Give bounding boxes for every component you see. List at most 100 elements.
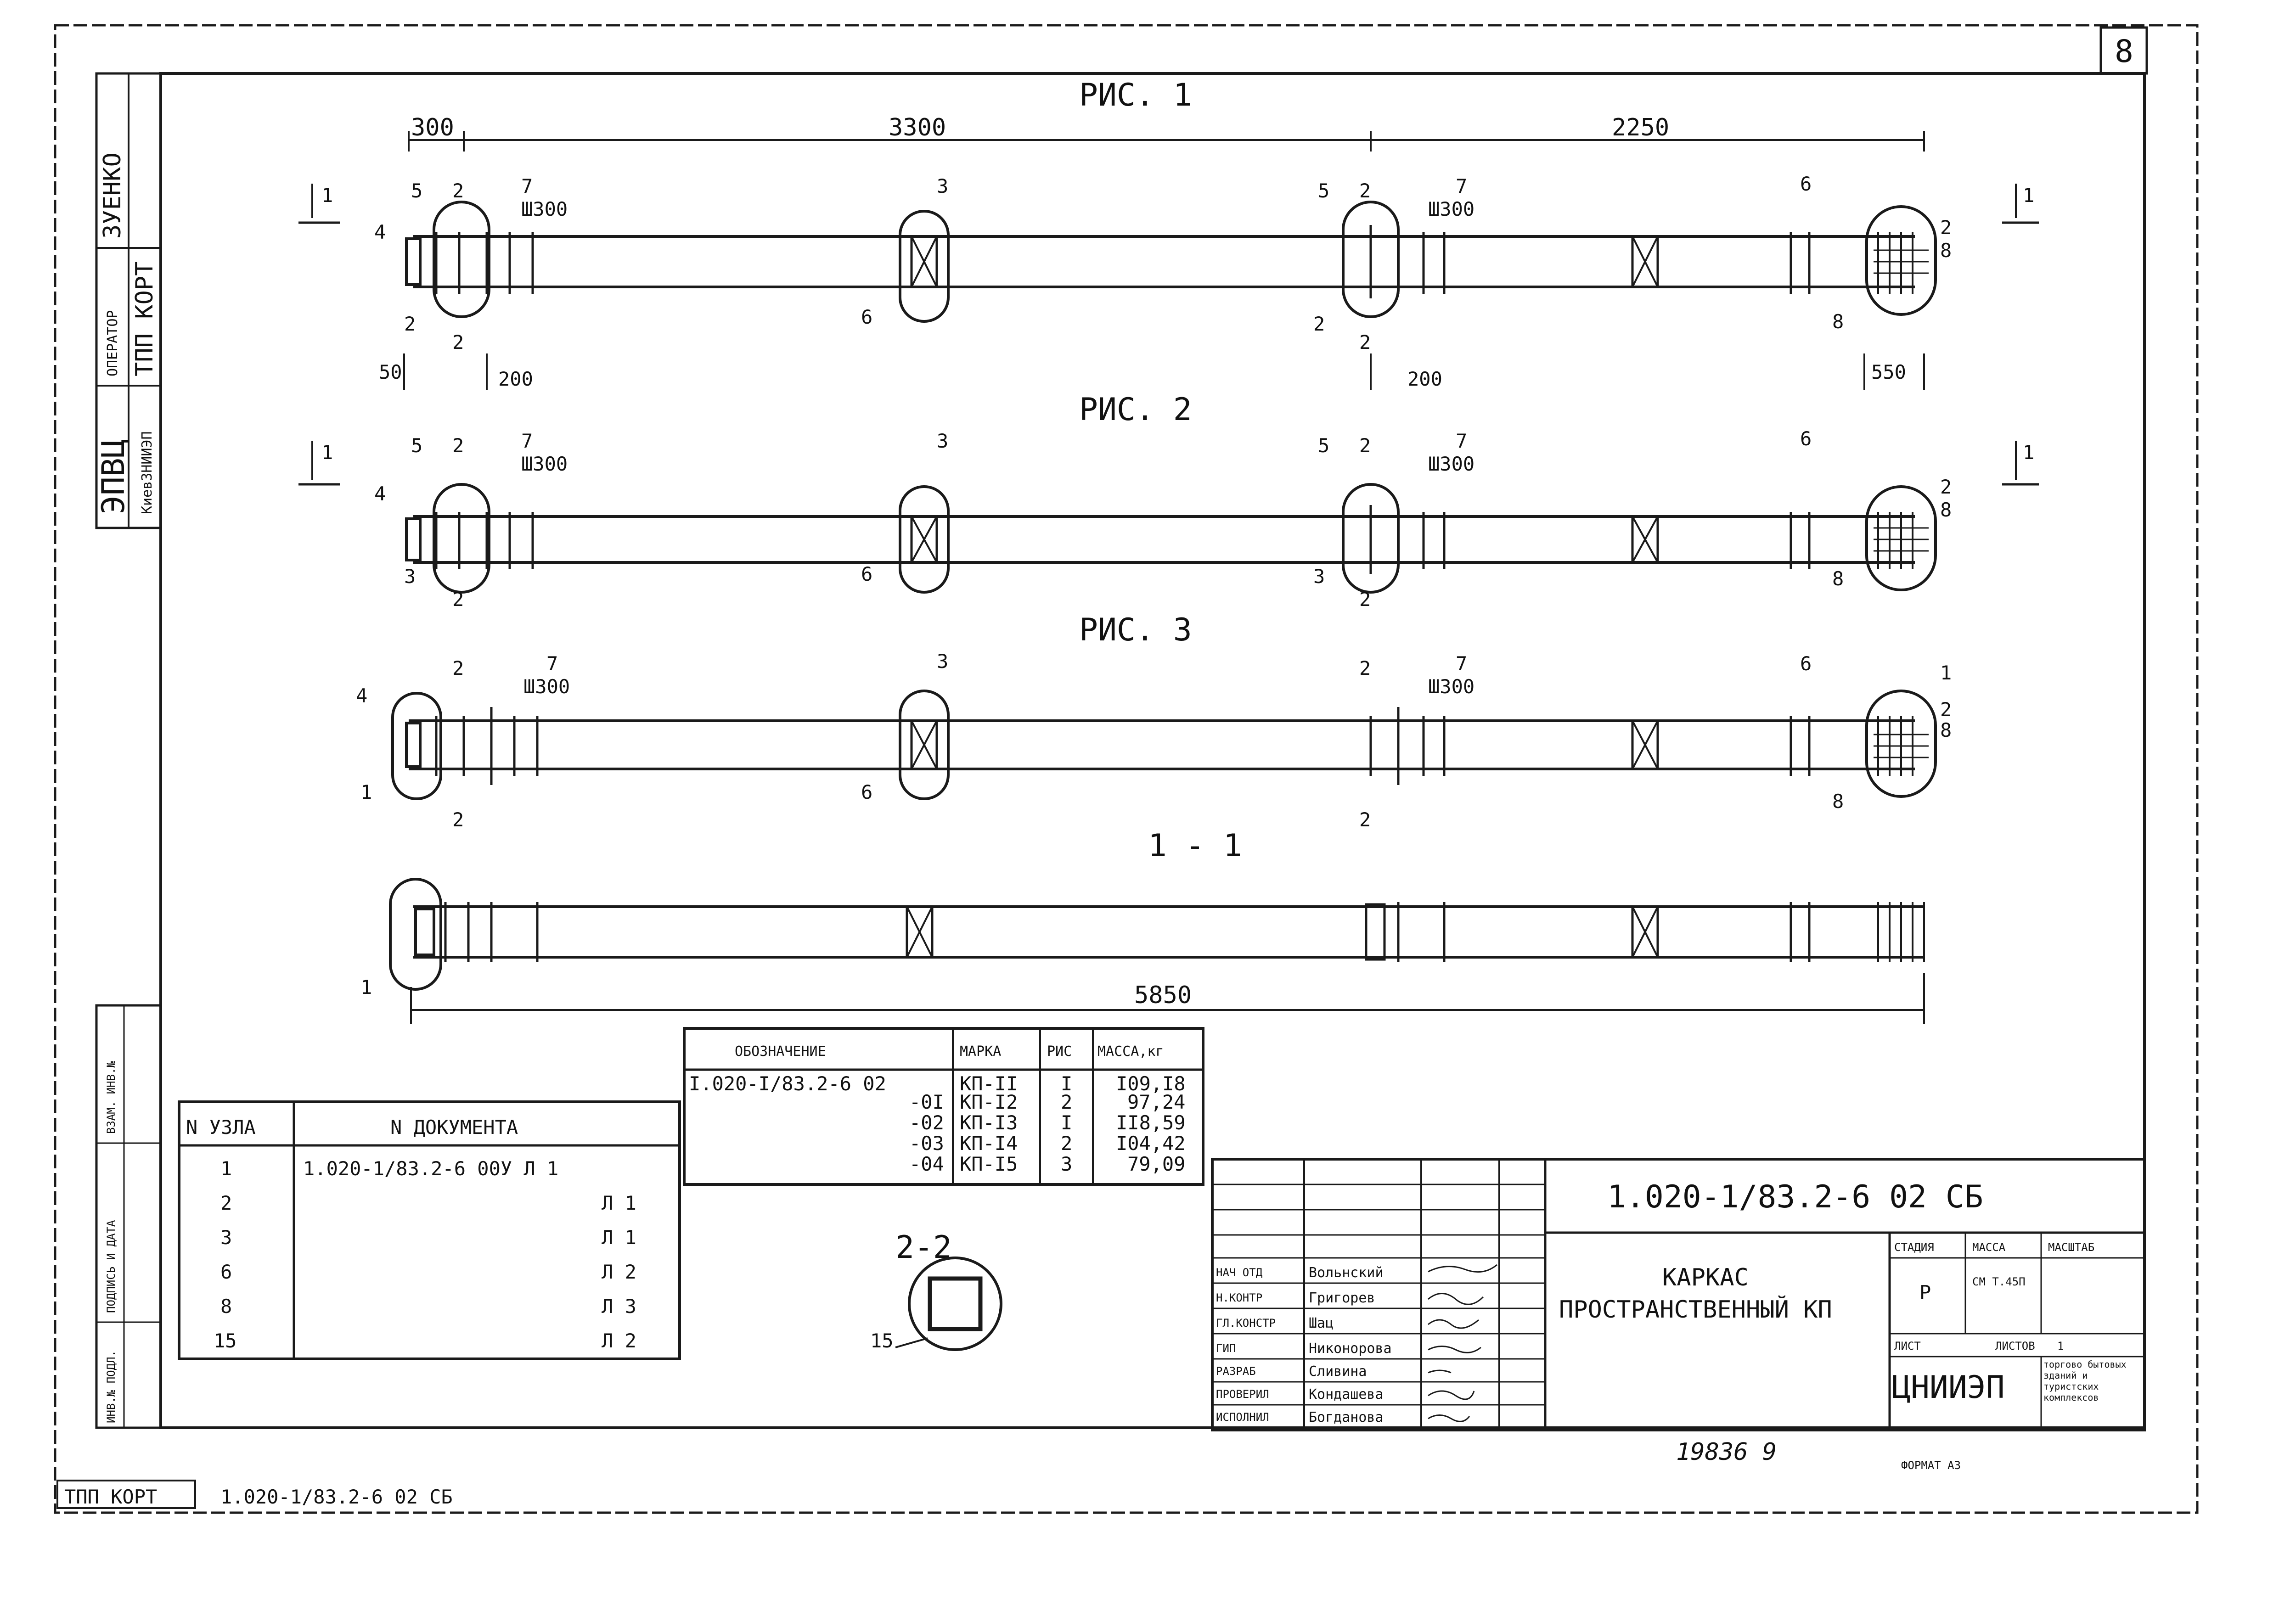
- tb-role-4: ГИП: [1216, 1342, 1236, 1355]
- fig2-sh300b: Ш300: [1428, 453, 1474, 475]
- fig3-sh300b: Ш300: [1428, 675, 1474, 698]
- tb-role-3: ГЛ.КОНСТР: [1216, 1317, 1276, 1330]
- fig1-c8b: 8: [1940, 239, 1952, 262]
- tb-name-1: Вольнский: [1309, 1265, 1384, 1281]
- fig1-bdim-200b: 200: [1407, 368, 1442, 390]
- nodes-r3c2: Л 1: [602, 1226, 636, 1249]
- fig1-sh300b: Ш300: [1428, 198, 1474, 220]
- title-block: НАЧ ОТД Вольнский Н.КОНТР Григорев ГЛ.КО…: [1211, 1158, 2146, 1431]
- outer-frame: [54, 24, 2199, 1514]
- left-stamp-check: ЗУЕНКО: [99, 152, 126, 239]
- tb-role-2: Н.КОНТР: [1216, 1291, 1262, 1304]
- tb-sheets-label: ЛИСТОВ: [1995, 1340, 2035, 1352]
- archive-number: 19836 9: [1676, 1438, 1777, 1466]
- nodes-r3c1: 3: [220, 1226, 232, 1249]
- tb-name-5: Сливина: [1309, 1363, 1367, 1380]
- fig1-c2d: 2: [1359, 180, 1371, 202]
- fig2-c4: 4: [374, 482, 386, 505]
- fig1-c2b: 2: [404, 313, 416, 335]
- fig1-dim-3300: 3300: [889, 114, 946, 141]
- marks-h1: ОБОЗНАЧЕНИЕ: [735, 1043, 826, 1060]
- fig1-dim-300: 300: [411, 114, 454, 141]
- tb-role-7: ИСПОЛНИЛ: [1216, 1411, 1269, 1424]
- sec11-c1: 1: [360, 976, 372, 999]
- left-stamp: ЗУЕНКО ОПЕРАТОР ТПП КОРТ ЭПВЦ КиевЗНИИЭП…: [95, 72, 162, 1429]
- fig2-sec-left: 1: [321, 441, 333, 464]
- tb-title-2: ПРОСТРАНСТВЕННЫЙ КП: [1559, 1296, 1832, 1324]
- fig3-c7: 7: [546, 652, 558, 675]
- fig1-bdim-50: 50: [379, 361, 402, 383]
- marks-h3: РИС: [1047, 1043, 1072, 1060]
- fig3-title: РИС. 3: [1079, 612, 1192, 648]
- fig2-c3: 3: [937, 430, 948, 452]
- fig1-c2f: 2: [1359, 331, 1371, 353]
- marks-r1c2: КП-II: [960, 1072, 1018, 1095]
- tb-doc-code: 1.020-1/83.2-6 02 СБ: [1607, 1179, 1983, 1215]
- tb-name-4: Никонорова: [1309, 1341, 1392, 1357]
- tb-stage-header: СТАДИЯ: [1894, 1241, 1934, 1254]
- fig2-c3b: 3: [1313, 565, 1325, 588]
- tb-org-sub: торгово бытовых зданий и туристских комп…: [2043, 1359, 2127, 1403]
- sec11-dim-5850: 5850: [1134, 982, 1192, 1009]
- bottom-stamp: ТПП КОРТ: [64, 1486, 157, 1508]
- marks-r1c3: I: [1061, 1072, 1072, 1095]
- nodes-r2c2: Л 1: [602, 1192, 636, 1214]
- fig3-c1b: 1: [1940, 662, 1952, 684]
- marks-h4: МАССА,кг: [1097, 1043, 1164, 1060]
- marks-r2c2: КП-I2: [960, 1091, 1018, 1113]
- marks-r3c4: II8,59: [1116, 1111, 1186, 1134]
- fig1-dim-2250: 2250: [1612, 114, 1669, 141]
- fig2-c2d: 2: [1359, 588, 1371, 611]
- tb-sheets-value: 1: [2057, 1340, 2064, 1352]
- sec11-title: 1 - 1: [1148, 828, 1242, 864]
- fig3-c2b: 2: [452, 808, 464, 831]
- fig3-c4: 4: [356, 684, 367, 707]
- fig1-bdim-200a: 200: [498, 368, 533, 390]
- nodes-h1: N УЗЛА: [186, 1116, 256, 1139]
- fig1-c3: 3: [937, 175, 948, 197]
- sheet-number-box: [2099, 26, 2148, 75]
- side-label-2: ПОДПИСЬ И ДАТА: [105, 1220, 118, 1313]
- tb-org: ЦНИИЭП: [1892, 1369, 2005, 1406]
- fig1-c8: 8: [1832, 310, 1844, 333]
- marks-h2: МАРКА: [960, 1043, 1001, 1060]
- tb-name-3: Шац: [1309, 1315, 1334, 1331]
- fig2-c3a: 3: [404, 565, 416, 588]
- marks-r3c1: -02: [909, 1111, 944, 1134]
- nodes-r1c1: 1: [220, 1157, 232, 1180]
- fig3-c8b: 8: [1940, 719, 1952, 741]
- section-2-2: 2-2 15: [870, 1229, 1002, 1352]
- fig1-sh300a: Ш300: [521, 198, 568, 220]
- bottom-code: 1.020-1/83.2-6 02 СБ: [220, 1486, 453, 1508]
- format-label: ФОРМАТ А3: [1901, 1459, 1961, 1472]
- fig3-c2a: 2: [452, 657, 464, 679]
- tb-role-1: НАЧ ОТД: [1216, 1266, 1263, 1279]
- nodes-r1c2: 1.020-1/83.2-6 00У Л 1: [303, 1157, 558, 1180]
- left-stamp-operator-label: ОПЕРАТОР: [105, 310, 121, 377]
- fig3-c6: 6: [861, 781, 872, 803]
- fig3-c8: 8: [1832, 790, 1844, 813]
- marks-r2c3: 2: [1061, 1091, 1072, 1113]
- marks-r5c4: 79,09: [1127, 1153, 1185, 1175]
- tb-title-1: КАРКАС: [1662, 1264, 1749, 1291]
- left-stamp-org2: КиевЗНИИЭП: [139, 431, 155, 514]
- fig2-c7: 7: [521, 430, 533, 452]
- tb-scale-header: МАСШТАБ: [2048, 1241, 2094, 1254]
- fig2-c2a: 2: [452, 434, 464, 457]
- fig1-c2e: 2: [1313, 313, 1325, 335]
- marks-r5c2: КП-I5: [960, 1153, 1018, 1175]
- fig1-c5b: 5: [1318, 180, 1329, 202]
- fig2-c6b: 6: [1800, 427, 1812, 450]
- fig1-title: РИС. 1: [1079, 77, 1192, 113]
- fig2-c7b: 7: [1456, 430, 1467, 452]
- nodes-table: N УЗЛА N ДОКУМЕНТА 1 1.020-1/83.2-6 00У …: [178, 1100, 681, 1360]
- sheet-number: 8: [2115, 34, 2133, 70]
- marks-table: ОБОЗНАЧЕНИЕ МАРКА РИС МАССА,кг I.020-I/8…: [683, 1027, 1204, 1186]
- nodes-r5c2: Л 3: [602, 1295, 636, 1318]
- fig3-c6b: 6: [1800, 652, 1812, 675]
- fig1-c5: 5: [411, 180, 422, 202]
- nodes-r2c1: 2: [220, 1192, 232, 1214]
- tb-mass-value: СМ Т.45П: [1972, 1275, 2026, 1288]
- fig3-c7b: 7: [1456, 652, 1467, 675]
